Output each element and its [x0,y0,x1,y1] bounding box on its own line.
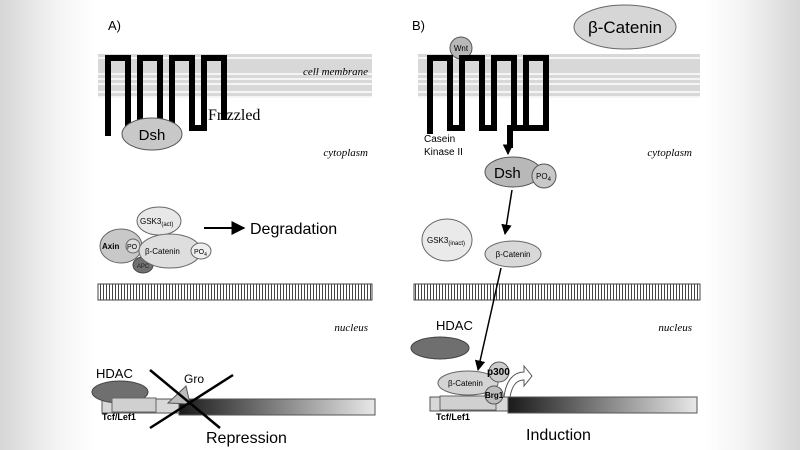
beta-catenin-label-b: β-Catenin [496,250,531,259]
hdac-label-a: HDAC [96,366,133,381]
dsh-label-b: Dsh [494,165,521,182]
beta-catenin-complex [437,370,499,396]
beta-catenin-big [573,4,677,50]
tcf-label-a: Tcf/Lef1 [102,412,136,422]
cytoplasm-label-b: cytoplasm [647,147,692,159]
dsh-phosphate-b [531,163,557,189]
axin-po-label: PO [127,244,138,251]
brg1-protein [484,385,504,405]
dsh-label-a: Dsh [139,127,166,144]
dna-gene-b [507,396,698,414]
tcf-lef1-protein-a [111,397,157,413]
po4-label-b: PO4 [536,172,552,183]
nucleus-label-a: nucleus [334,322,368,334]
panel-a-label: A) [108,18,121,33]
nuclear-membrane-a [97,283,373,301]
gsk3-inact-label: GSK3(inact) [427,236,465,247]
nuclear-membrane-b [413,283,701,301]
beta-catenin-big-label: β-Catenin [588,18,662,37]
wnt-label: Wnt [454,44,469,53]
frizzled-receptor-b [427,55,549,148]
p300-label: p300 [487,367,510,378]
beta-catenin-complex-label: β-Catenin [448,379,483,388]
cell-membrane-label-a: cell membrane [303,66,368,78]
degradation-label: Degradation [250,221,337,238]
brg1-label: Brg1 [485,391,504,400]
gro-label: Gro [184,372,204,386]
transcription-arrow [503,364,533,398]
apc-label: APC [137,264,150,270]
frizzled-label: Frizzled [208,107,260,124]
repression-cross-2 [149,373,234,430]
beta-catenin-label-a: β-Catenin [145,247,180,256]
beta-catenin-protein-b [484,240,542,268]
left-background-gradient [0,0,96,450]
axin-label: Axin [102,242,119,251]
dna-gene-a [178,398,376,416]
repression-label: Repression [206,430,287,447]
p300-protein [488,361,510,383]
hdac-label-b: HDAC [436,318,473,333]
catenin-to-nucleus-arrow [474,267,502,372]
casein-kinase-label-2: Kinase II [424,147,463,158]
gsk3-inact-protein [421,218,473,262]
dsh-to-catenin-arrow [501,189,513,236]
po4-label-a: PO4 [194,249,207,258]
repression-cross-1 [149,369,221,429]
induction-label: Induction [526,427,591,444]
cell-membrane-a [98,54,372,98]
beta-catenin-phosphate-a [190,242,212,260]
cytoplasm-label-a: cytoplasm [323,147,368,159]
tcf-label-b: Tcf/Lef1 [436,412,470,422]
casein-kinase-label-1: Casein [424,134,455,145]
hdac-protein-b [410,336,470,360]
panel-b-label: B) [412,18,425,33]
right-background-gradient [704,0,800,450]
dsh-protein-a [121,117,183,151]
gsk3-act-label: GSK3(act) [140,217,173,228]
nucleus-label-b: nucleus [658,322,692,334]
